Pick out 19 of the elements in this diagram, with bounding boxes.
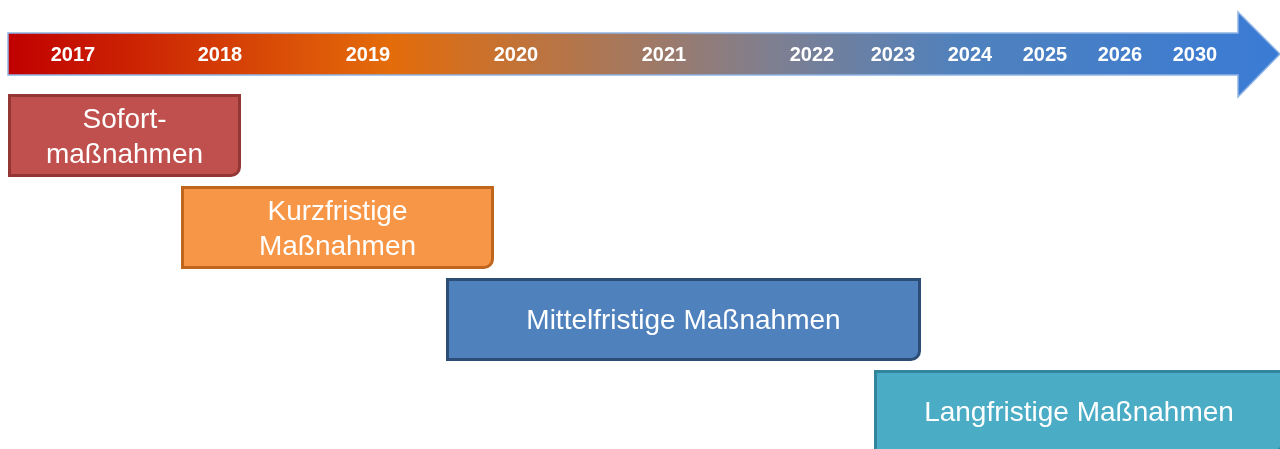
year-label: 2019 — [345, 42, 391, 66]
phase-bar — [181, 186, 494, 269]
year-label: 2022 — [789, 42, 835, 66]
year-label: 2024 — [947, 42, 993, 66]
phase-label: Sofort- maßnahmen — [44, 101, 205, 171]
phase-bar — [446, 278, 921, 361]
year-label: 2020 — [493, 42, 539, 66]
year-label: 2021 — [641, 42, 687, 66]
year-label: 2017 — [50, 42, 96, 66]
year-label: 2026 — [1097, 42, 1143, 66]
phase-bar — [8, 94, 241, 177]
year-label: 2023 — [870, 42, 916, 66]
year-label: 2030 — [1172, 42, 1218, 66]
phase-label: Kurzfristige Maßnahmen — [257, 193, 418, 263]
phase-label: Langfristige Maßnahmen — [924, 395, 1234, 429]
phase-bar — [874, 370, 1280, 449]
phase-label: Mittelfristige Maßnahmen — [526, 303, 841, 337]
year-label: 2025 — [1022, 42, 1068, 66]
year-label: 2018 — [197, 42, 243, 66]
